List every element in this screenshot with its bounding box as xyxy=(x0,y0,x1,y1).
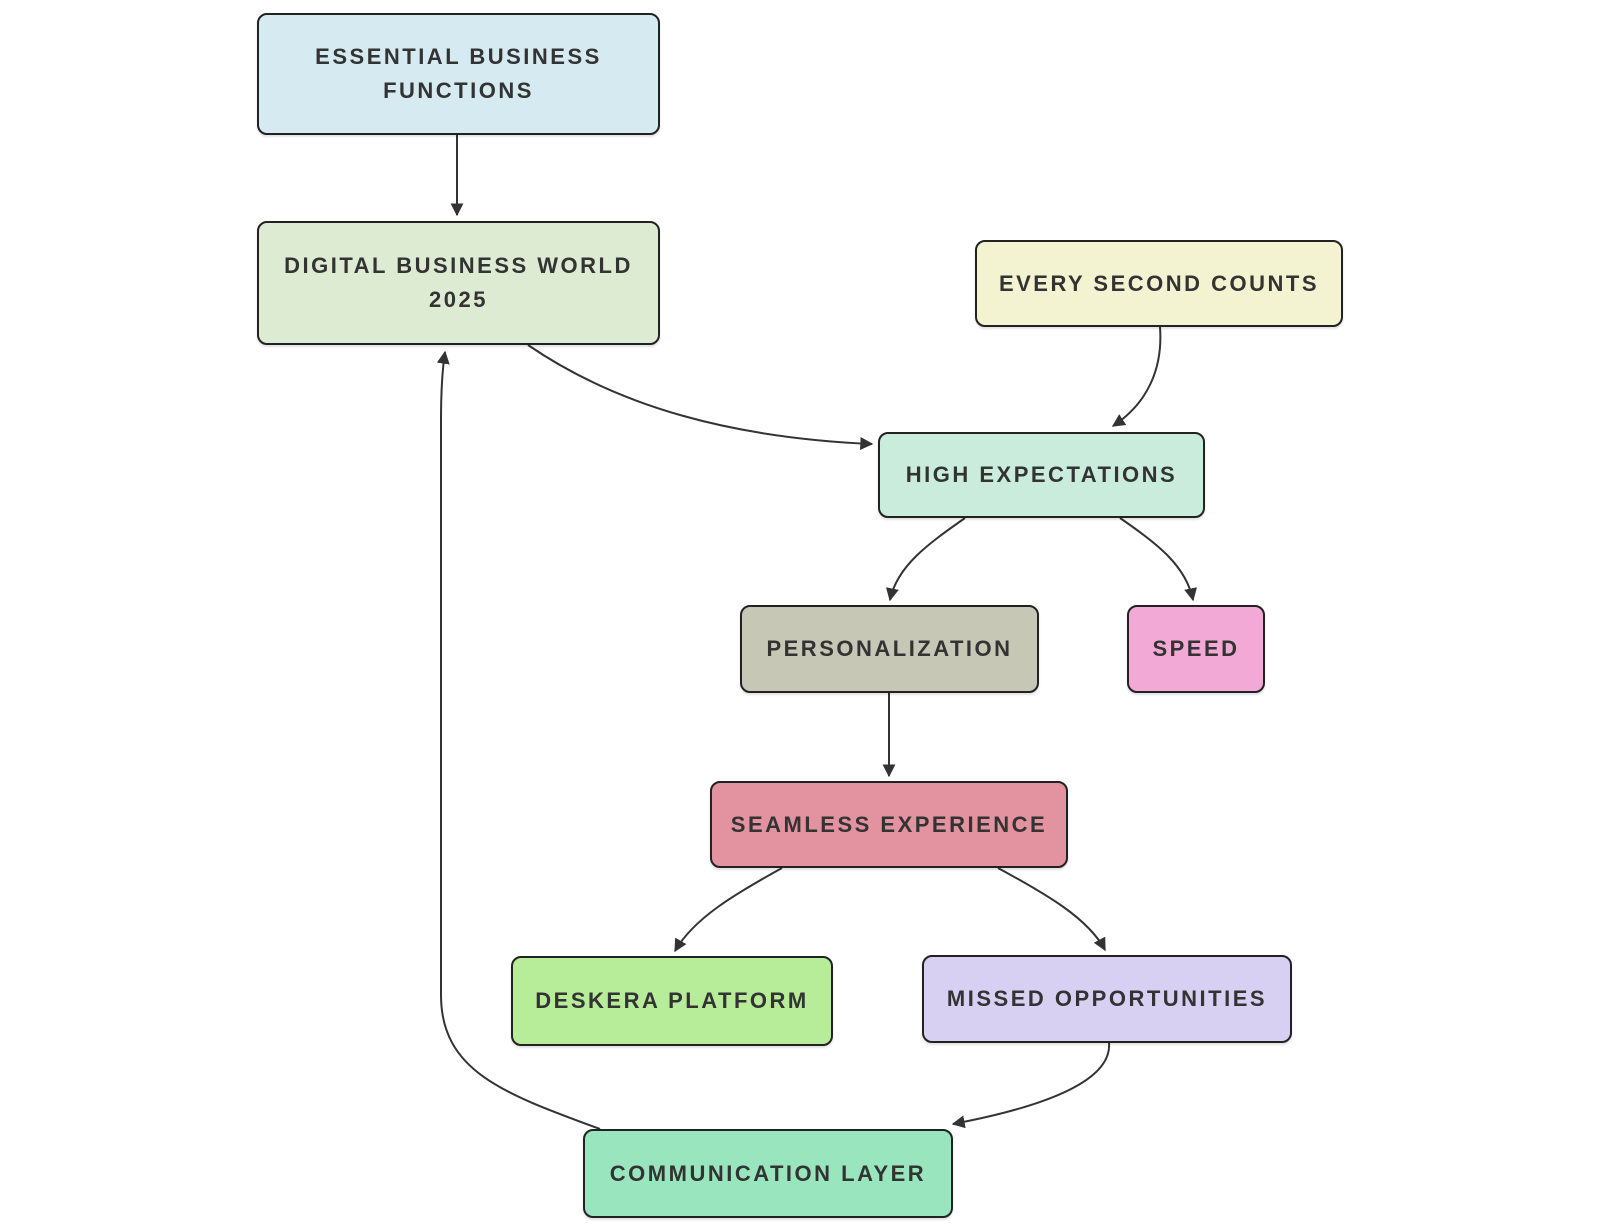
edge-seamless-experience-to-deskera-platform xyxy=(674,867,783,953)
edge-high-expectations-to-personalization xyxy=(886,517,966,602)
node-label: ESSENTIAL BUSINESS FUNCTIONS xyxy=(315,44,602,103)
node-label: MISSED OPPORTUNITIES xyxy=(946,986,1268,1011)
node-high-expectations: HIGH EXPECTATIONS xyxy=(878,432,1205,518)
edge-seamless-experience-to-missed-opportunities xyxy=(997,867,1106,952)
node-label: EVERY SECOND COUNTS xyxy=(998,270,1320,296)
node-every-second-counts: EVERY SECOND COUNTS xyxy=(975,240,1343,327)
node-seamless-experience: SEAMLESS EXPERIENCE xyxy=(710,781,1068,868)
edge-missed-opportunities-to-communication-layer xyxy=(951,1042,1111,1129)
node-speed: SPEED xyxy=(1127,605,1265,693)
node-label: HIGH EXPECTATIONS xyxy=(905,462,1178,487)
edge-every-second-counts-to-high-expectations xyxy=(1111,326,1162,427)
node-deskera-platform: DESKERA PLATFORM xyxy=(511,956,833,1046)
node-missed-opportunities: MISSED OPPORTUNITIES xyxy=(922,955,1292,1043)
edge-digital-business-world-2025-to-high-expectations xyxy=(527,344,874,450)
node-label: SEAMLESS EXPERIENCE xyxy=(730,811,1048,837)
node-personalization: PERSONALIZATION xyxy=(740,605,1039,693)
node-label: SPEED xyxy=(1152,636,1240,661)
node-communication-layer: COMMUNICATION LAYER xyxy=(583,1129,953,1218)
node-label: COMMUNICATION LAYER xyxy=(609,1160,927,1186)
node-essential-business-functions: ESSENTIAL BUSINESS FUNCTIONS xyxy=(257,13,660,135)
node-digital-business-world-2025: DIGITAL BUSINESS WORLD 2025 xyxy=(257,221,660,345)
node-label: PERSONALIZATION xyxy=(766,636,1013,661)
node-label: DESKERA PLATFORM xyxy=(535,988,809,1013)
node-label: DIGITAL BUSINESS WORLD 2025 xyxy=(284,253,633,312)
edge-high-expectations-to-speed xyxy=(1119,517,1197,602)
